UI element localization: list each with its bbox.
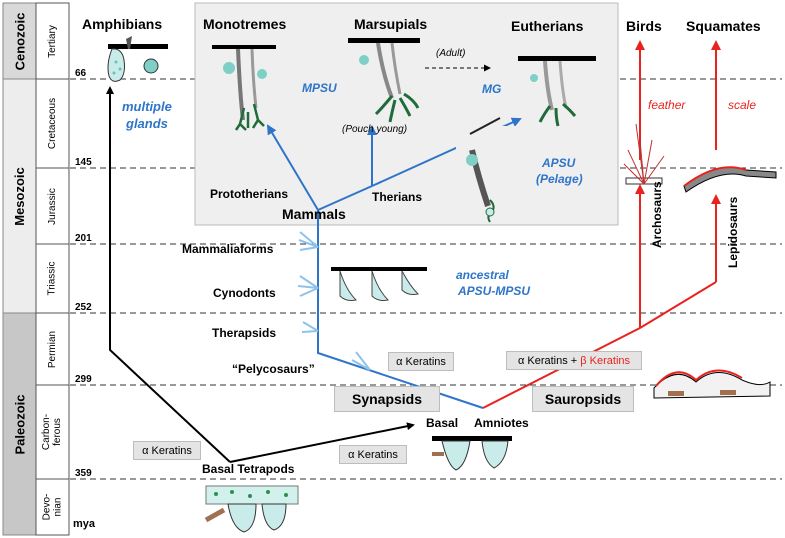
monotremes-label: Monotremes [203,16,287,32]
period-tertiary-cell [35,2,70,80]
period-devonian-label: Devo- nian [41,493,64,521]
period-jurassic-cell [35,167,70,245]
age-label-252: 252 [75,302,92,313]
ancestral-label-1: ancestral [456,268,509,282]
basal-tetrapod-skin-illustration [204,485,299,533]
era-cenozoic-label: Cenozoic [12,12,28,70]
lepidosaur-branch [639,281,717,329]
alpha-keratin-box-left: α Keratins [133,441,201,460]
period-permian-cell [35,312,70,386]
tick-mammaliaforms-2 [298,239,319,248]
era-cenozoic-band [2,2,37,80]
amphibians-label: Amphibians [82,16,163,32]
basal-amniotes-label-2: Amniotes [474,416,529,430]
birds-label: Birds [626,18,662,34]
eutherians-label: Eutherians [511,18,584,34]
branch-therians [317,185,373,211]
tick-therapsids-2 [301,330,319,333]
amniote-lineage [229,422,415,463]
tick-therapsids-1 [302,321,319,332]
monotreme-gland-illustration [212,45,276,131]
period-tertiary-label: Tertiary [46,24,58,58]
age-unit-label: mya [73,518,96,530]
tick-cynodonts-1 [299,275,319,289]
branch-monotremes [266,124,319,211]
period-cretaceous-label: Cretaceous [47,97,59,150]
synapsid-lineage [317,232,484,409]
eutherian-gland-illustration [518,56,596,127]
period-carboniferous-label: Carbon- ferous [41,413,64,451]
squamates-label: Squamates [686,18,761,34]
multiple-glands-label-1: multiple [122,99,172,114]
age-label-66: 66 [75,68,87,79]
tick-mammaliaforms-3 [299,246,319,251]
therians-label: Therians [372,190,423,204]
tetrapod-lineage [106,86,231,463]
cynodont-skin-illustration [331,267,427,301]
tick-cynodonts-2 [297,285,319,289]
period-permian-label: Permian [47,330,58,368]
alpha-keratin-box-mid: α Keratins [339,445,407,464]
synapsids-text: Synapsids [351,391,423,407]
cynodonts-label: Cynodonts [213,286,276,300]
mpsu-label: MPSU [302,81,337,95]
era-paleozoic-label: Paleozoic [12,394,27,454]
archosaurs-label: Archosaurs [650,181,664,248]
ancestral-label-2: APSU-MPSU [458,284,531,298]
extinct-branch-ticks [297,231,371,371]
pelycosaurs-label: “Pelycosaurs” [232,362,315,376]
period-triassic-label: Triassic [47,261,59,296]
alpha-keratin-prefix-text: α Keratins + [517,354,581,367]
alpha-keratin-box-synapsid: α Keratins [388,352,454,371]
age-label-299: 299 [75,374,92,385]
scale-label: scale [728,98,757,112]
synapsids-box: Synapsids [334,386,440,412]
period-jurassic-label: Jurassic [47,187,58,225]
therapsids-label: Therapsids [212,326,277,340]
feather-illustration [623,123,665,185]
tick-pelycosaur-2 [351,359,371,371]
mammaliaforms-label: Mammaliaforms [182,242,274,256]
sauropsids-text: Sauropsids [544,391,622,407]
apsu-label-1: APSU [542,156,576,170]
age-label-201: 201 [75,233,92,244]
multiple-glands-label-2: glands [126,116,168,131]
basal-amniotes-label-1: Basal [426,416,459,430]
mg-label: MG [482,82,502,96]
alpha-keratin-text-synapsid: α Keratins [396,355,446,368]
basal-amniote-skin-illustration [432,436,512,471]
age-label-359: 359 [75,468,92,479]
feather-label: feather [648,98,686,112]
alpha-beta-keratin-box: α Keratins + β Keratins [506,351,642,370]
alpha-keratin-text-mid: α Keratins [348,448,398,461]
period-devonian-cell [35,478,70,536]
era-mesozoic-band [2,78,37,314]
tick-pelycosaur-1 [355,351,371,371]
squamate-scale-illustration [683,166,777,193]
era-paleozoic-band [2,312,37,536]
lepidosaurs-label: Lepidosaurs [726,196,740,268]
apsu-label-2: (Pelage) [536,172,583,186]
age-label-145: 145 [75,157,92,168]
adult-label: (Adult) [436,48,466,59]
prototherians-label: Prototherians [210,187,289,201]
lepidosaur-scale-illustration [653,369,771,399]
sauropsids-box: Sauropsids [532,386,634,412]
alpha-keratin-text-left: α Keratins [142,444,192,457]
apsu-pelage-illustration [456,117,530,223]
era-mesozoic-label: Mesozoic [12,166,28,226]
mammals-label: Mammals [282,206,346,222]
beta-keratin-text: β Keratins [580,354,631,367]
basal-tetrapods-label: Basal Tetrapods [202,462,295,476]
amphibian-gland-illustration [107,36,168,82]
tick-cynodonts-3 [299,287,319,297]
pouch-young-label: (Pouch young) [342,124,408,135]
tick-mammaliaforms-1 [299,231,319,248]
marsupial-gland-illustration [348,38,420,123]
marsupials-label: Marsupials [354,16,428,32]
